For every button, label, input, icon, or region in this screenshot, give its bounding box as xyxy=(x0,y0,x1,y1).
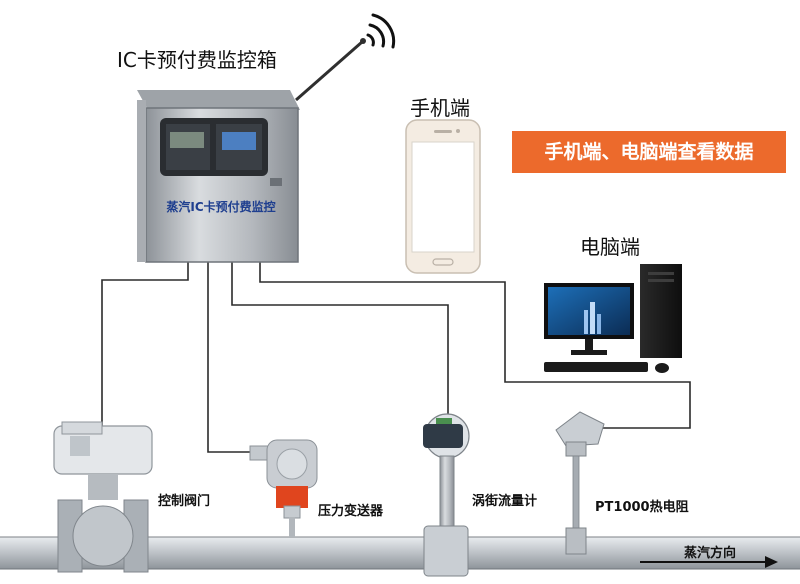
mobile-phone xyxy=(405,119,481,274)
wifi-signal-icon xyxy=(366,13,396,49)
phone-label: 手机端 xyxy=(410,96,470,120)
flow-direction-label: 蒸汽方向 xyxy=(684,546,737,561)
valve-label: 控制阀门 xyxy=(158,494,211,509)
pt1000-rtd xyxy=(555,411,605,555)
pressure-transmitter xyxy=(249,439,318,537)
pressure-transmitter-label: 压力变送器 xyxy=(318,504,384,519)
flowmeter-label: 涡街流量计 xyxy=(472,494,538,509)
vortex-flowmeter xyxy=(423,413,470,577)
antenna-icon xyxy=(295,38,366,102)
computer-label: 电脑端 xyxy=(580,235,640,259)
signal-wires xyxy=(101,262,691,453)
rtd-label: PT1000热电阻 xyxy=(595,500,689,515)
control-box-plate: 蒸汽IC卡预付费监控 xyxy=(166,200,276,214)
desktop-computer xyxy=(544,264,682,373)
control-box-title: IC卡预付费监控箱 xyxy=(117,48,277,72)
arrow-right-icon xyxy=(640,556,778,568)
view-data-banner: 手机端、电脑端查看数据 xyxy=(512,131,786,173)
control-valve xyxy=(53,421,153,573)
control-box xyxy=(137,90,300,263)
